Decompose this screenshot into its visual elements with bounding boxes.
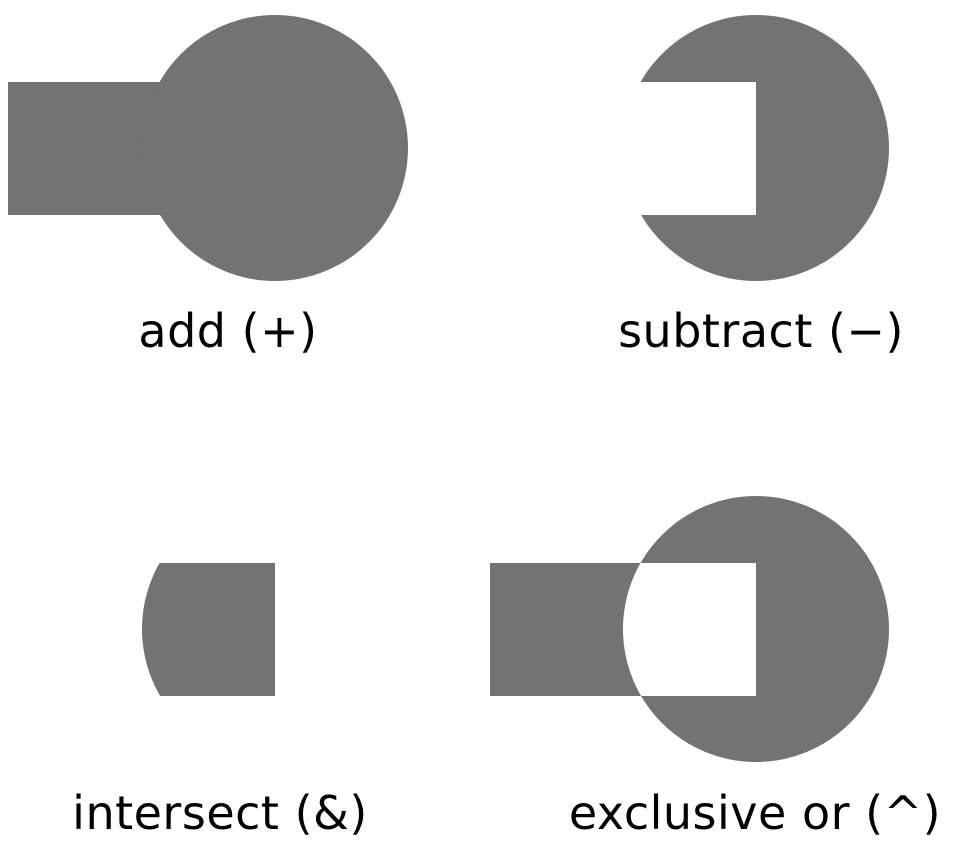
add-shape [8,15,408,281]
subtract-label: subtract (−) [618,304,904,358]
subtract-shape [623,15,889,281]
exclusive-or-shape [490,496,889,762]
intersect-shape [142,563,275,696]
add-label: add (+) [138,304,318,358]
exclusive-or-label: exclusive or (^) [568,786,942,840]
intersect-label: intersect (&) [72,786,368,840]
